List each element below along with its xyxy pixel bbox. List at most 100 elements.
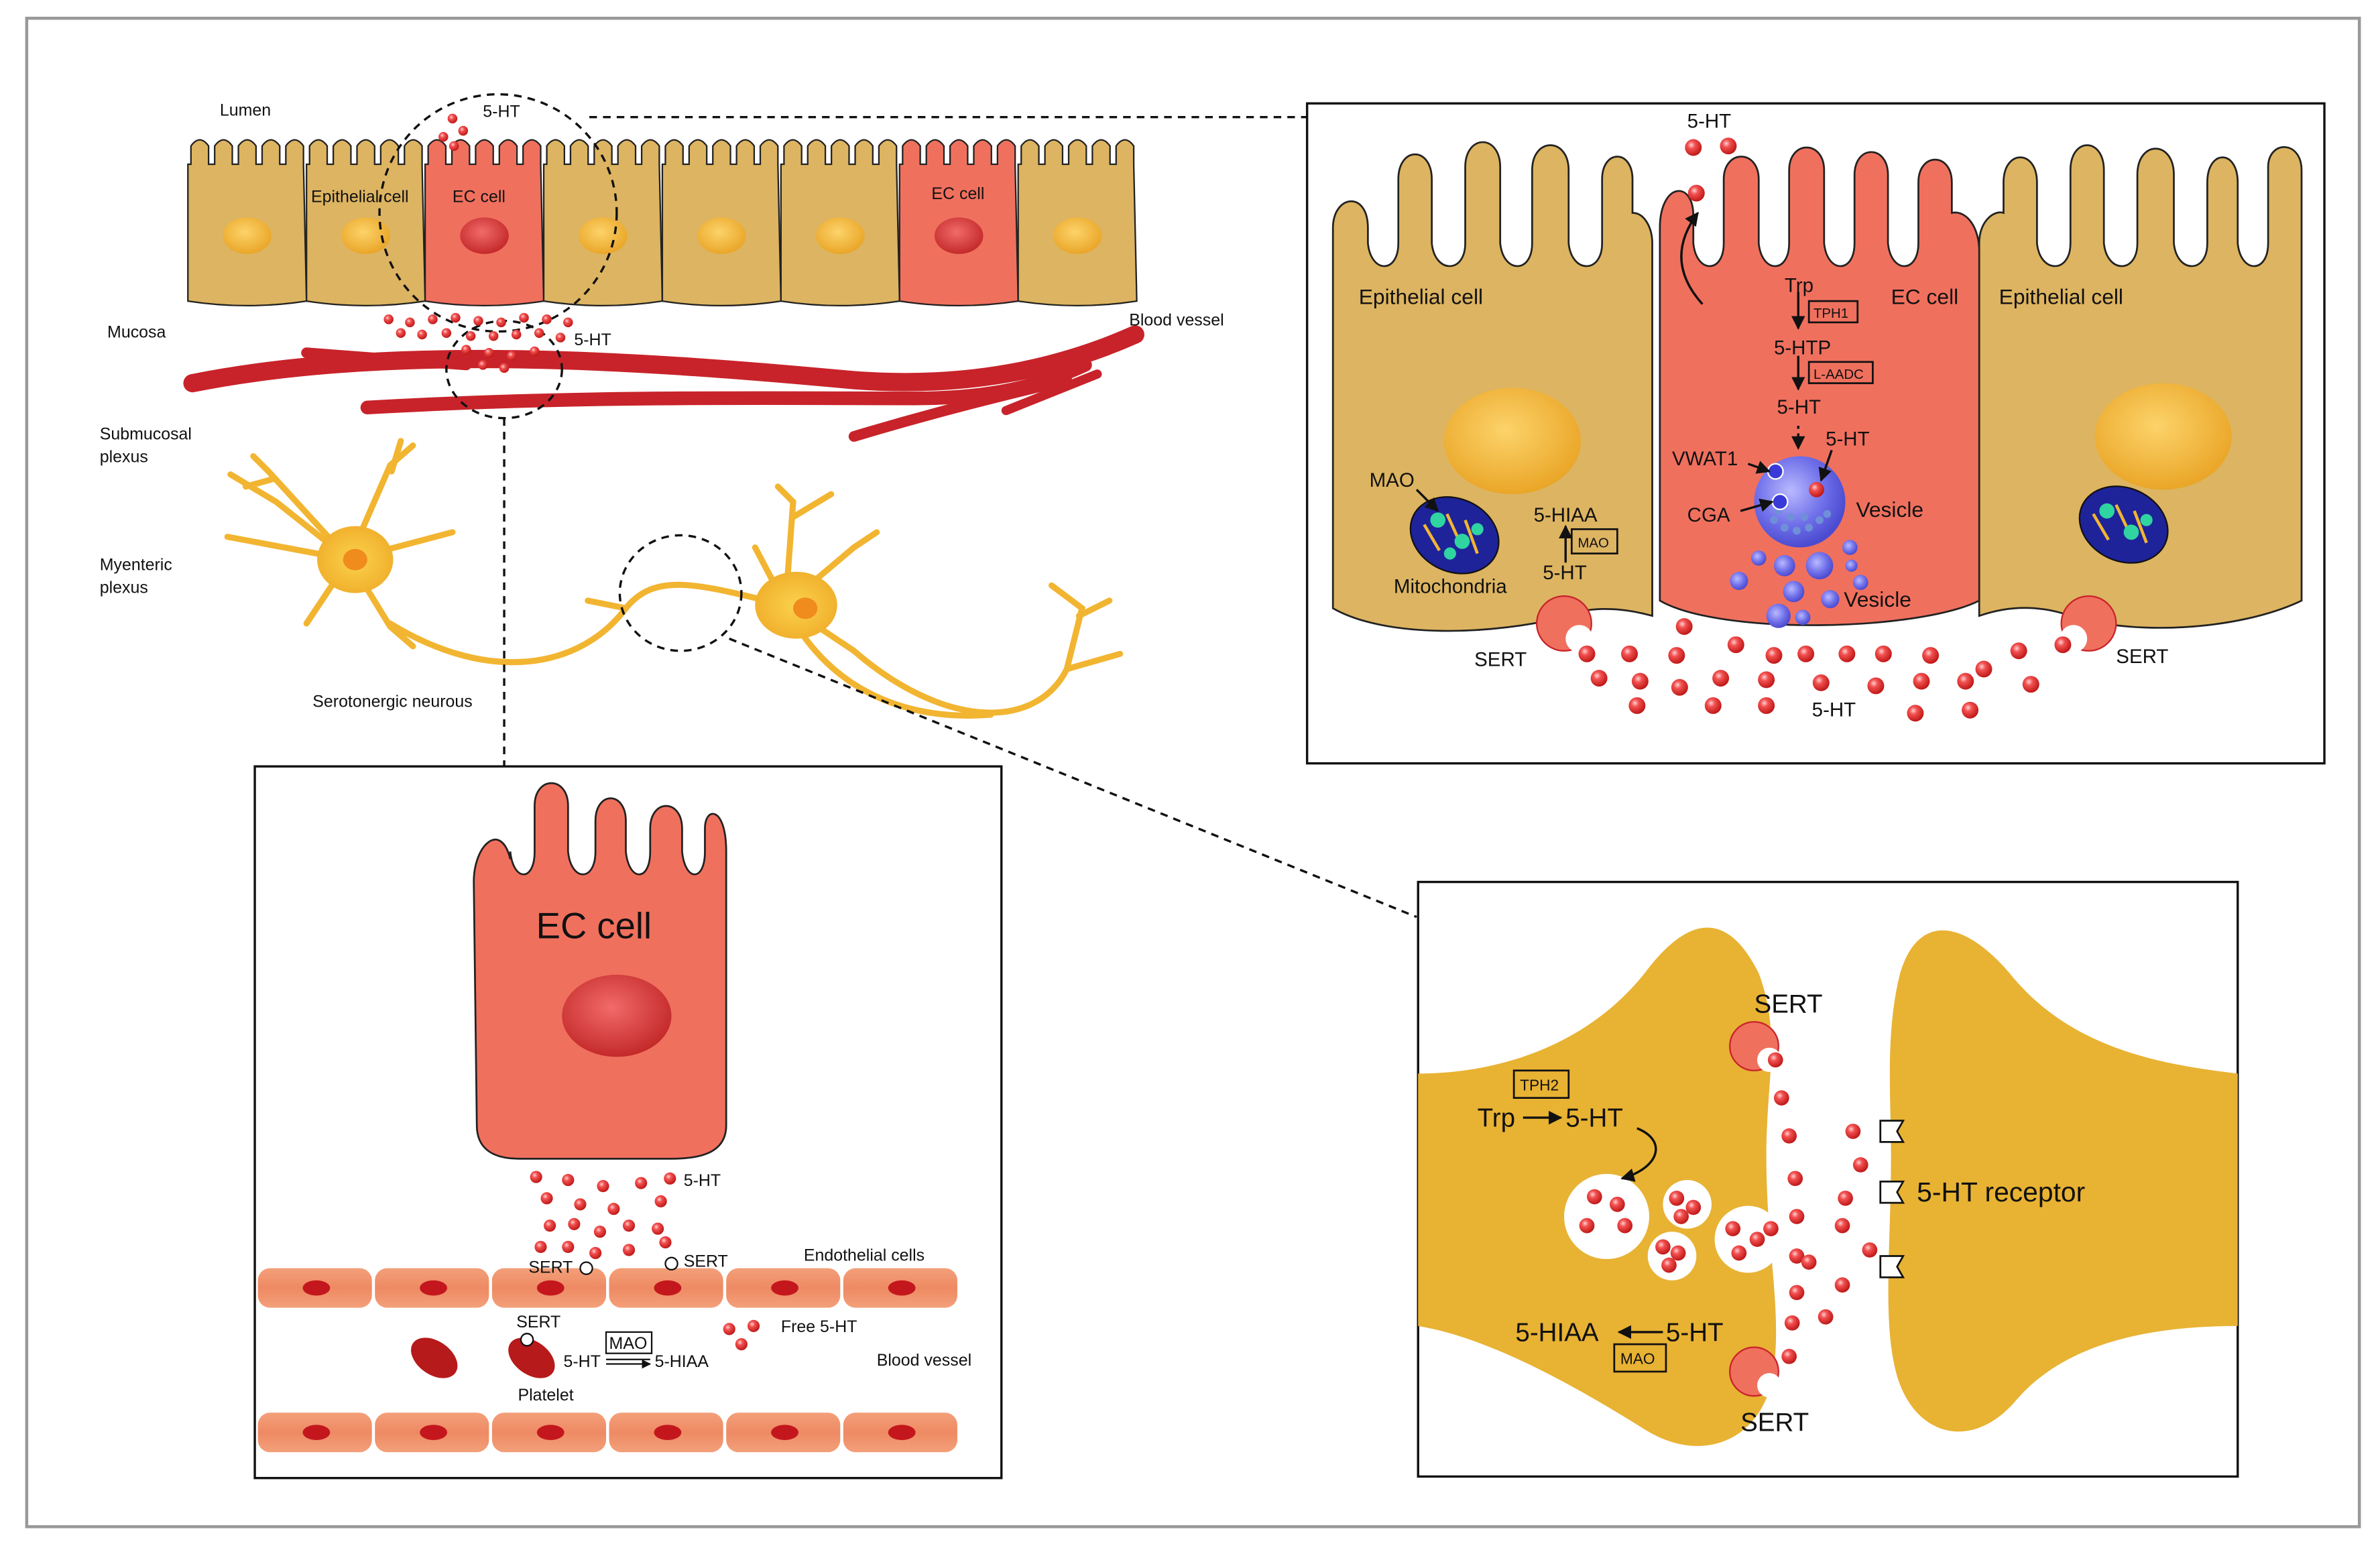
serotonin-molecule <box>542 314 552 324</box>
synapse-panel: SERT TPH2 Trp 5-HT 5-HT receptor 5-HIAA … <box>1417 880 2239 1478</box>
synapse-sert-top-label: SERT <box>1754 990 1822 1019</box>
cell-nucleus <box>223 217 272 254</box>
mao-box-label: MAO <box>1578 536 1608 551</box>
serotonin-molecule <box>1758 697 1775 714</box>
sert2-marker <box>664 1256 678 1271</box>
tph2-label: TPH2 <box>1520 1076 1559 1093</box>
serotonin-molecule <box>1907 705 1924 722</box>
serotonin-molecule <box>1655 1239 1671 1255</box>
platelet-label: Platelet <box>518 1386 573 1405</box>
serotonin-molecule <box>449 141 459 152</box>
endothelial-nucleus <box>771 1280 798 1296</box>
serotonin-molecule <box>1834 1277 1850 1293</box>
small-vesicle <box>1750 550 1767 566</box>
ec-ec-cell-label: EC cell <box>1891 285 1959 309</box>
endothelial-nucleus <box>888 1280 916 1296</box>
serotonin-dots-ec <box>1578 137 2072 722</box>
vwat1-label: VWAT1 <box>1672 448 1738 470</box>
serotonin-molecule <box>1628 697 1646 714</box>
myenteric-line-1: Myenteric <box>100 556 172 575</box>
ht-left-label: 5-HT <box>1543 562 1587 584</box>
blood-vessel <box>183 325 1144 442</box>
synapse-ht-synth-label: 5-HT <box>1565 1104 1623 1133</box>
serotonin-molecule <box>607 1203 620 1215</box>
vesicle-granule <box>1780 524 1789 532</box>
serotonin-molecule <box>735 1337 748 1351</box>
serotonin-molecule <box>1957 672 1974 690</box>
serotonin-molecule <box>1704 697 1722 714</box>
serotonin-molecule <box>1668 647 1685 664</box>
serotonin-molecule <box>1720 137 1737 155</box>
serotonin-molecule <box>654 1195 667 1207</box>
serotonin-molecule <box>659 1236 672 1249</box>
ht-mid-label: 5-HT <box>1777 396 1822 418</box>
overview-panel: Lumen Mucosa Submucosal plexus Myenteric… <box>100 93 1417 918</box>
serotonin-molecule <box>417 329 427 340</box>
serotonin-molecule <box>1685 1199 1702 1215</box>
serotonin-molecule <box>1670 1245 1686 1261</box>
serotonin-molecule <box>1586 1189 1602 1205</box>
mao-label-left: MAO <box>1370 469 1415 491</box>
serotonin-molecule <box>597 1180 609 1193</box>
serotonin-molecule <box>1765 647 1783 664</box>
serotonin-molecule <box>1758 671 1775 689</box>
serotonin-molecule <box>1862 1242 1878 1258</box>
serotonin-molecule <box>1784 1315 1800 1331</box>
cell-nucleus <box>1053 217 1102 254</box>
serotonin-molecule <box>534 1240 547 1253</box>
serotonin-molecule <box>2022 676 2039 693</box>
sert1-marker <box>579 1261 593 1275</box>
serotonin-molecule <box>635 1177 648 1189</box>
small-vesicle <box>1805 552 1834 580</box>
serotonin-molecule <box>405 317 415 328</box>
serotonin-molecule <box>530 1171 542 1183</box>
serotonin-molecule <box>2010 642 2027 660</box>
small-vesicle <box>1795 609 1811 626</box>
serotonin-molecule <box>1834 1217 1850 1234</box>
endothelial-rows <box>257 1268 957 1453</box>
ec-zoom-panel: 5-HT Epithelial cell EC cell Epithelial … <box>1305 102 2326 765</box>
blood-mao-label: MAO <box>609 1334 648 1353</box>
serotonergic-neurons-label: Serotonergic neurous <box>312 693 472 711</box>
sert-bottom-synapse <box>1729 1346 1782 1398</box>
submucosal-line-1: Submucosal <box>100 425 192 444</box>
endothelial-nucleus <box>302 1425 331 1440</box>
ec-cell-label-2: EC cell <box>931 184 984 203</box>
serotonin-molecule <box>458 125 469 136</box>
serotonin-molecule <box>544 1219 556 1232</box>
mao-conversion-arrow <box>606 1360 650 1364</box>
myenteric-plexus-label: Myenteric plexus <box>100 556 177 597</box>
small-vesicle <box>1773 554 1795 577</box>
ec-blood-nucleus <box>562 974 672 1057</box>
htp-label: 5-HTP <box>1774 337 1831 359</box>
ht-vesicle-label: 5-HT <box>1826 428 1870 451</box>
serotonin-molecule <box>1687 184 1705 202</box>
serotonin-molecule <box>499 363 510 373</box>
endothelial-nucleus <box>888 1425 916 1440</box>
serotonin-molecule <box>1673 1209 1689 1224</box>
serotonin-molecule <box>1767 1052 1783 1068</box>
blood-panel: EC cell 5-HT SERT SERT Endothelial cells… <box>253 765 1003 1480</box>
sert-right-label: SERT <box>2116 646 2168 668</box>
serotonin-molecule <box>1675 618 1693 635</box>
epithelial-layer <box>187 139 1138 307</box>
serotonin-molecule <box>1610 1197 1625 1212</box>
serotonin-molecule <box>1671 678 1688 696</box>
serotonin-molecule <box>438 131 449 142</box>
ec-blood-label: EC cell <box>536 905 652 946</box>
cell-nucleus <box>934 217 984 254</box>
serotonin-molecule <box>1789 1248 1805 1264</box>
synapse-mao-label: MAO <box>1620 1350 1655 1368</box>
serotonin-molecule <box>1922 647 1940 664</box>
serotonin-molecule <box>1669 1190 1685 1206</box>
mucosa-label: Mucosa <box>107 323 166 342</box>
serotonin-molecule <box>1838 1190 1853 1206</box>
serotonin-molecule <box>1812 674 1830 691</box>
serotonin-molecule <box>484 347 494 358</box>
endothelial-nucleus <box>771 1425 798 1440</box>
ec-cell-blood <box>473 782 727 1160</box>
blood-vessel-label-2: Blood vessel <box>877 1351 971 1370</box>
epithelial-cell-left <box>1331 141 1653 632</box>
serotonin-molecule <box>540 1192 553 1205</box>
serotonin-molecule <box>1617 1217 1633 1234</box>
